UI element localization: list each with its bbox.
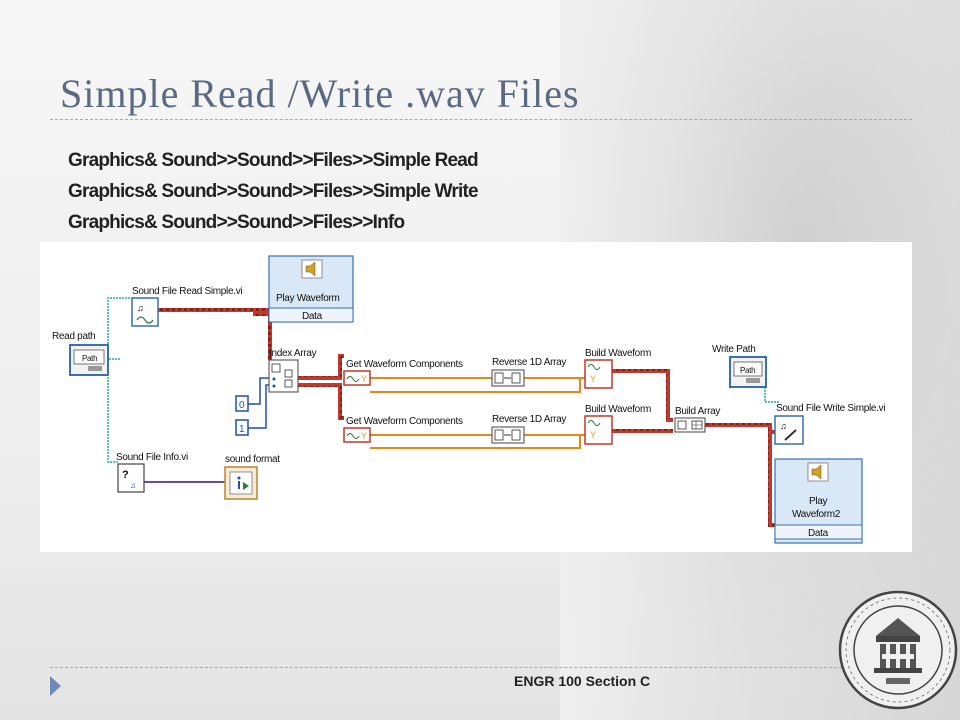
index-constant-0[interactable]: 0 <box>235 395 249 412</box>
svg-text:Y: Y <box>361 374 367 384</box>
title-divider <box>50 119 912 120</box>
get-waveform-components-bottom[interactable]: Y <box>343 427 371 443</box>
university-seal-logo <box>838 590 958 710</box>
palette-path-info: Graphics& Sound>>Sound>>Files>>Info <box>68 212 405 233</box>
palette-path-list: Graphics& Sound>>Sound>>Files>>Simple Re… <box>68 145 479 238</box>
play-waveform2-data-label: Data <box>808 528 829 539</box>
play-waveform-data-label: Data <box>302 311 323 322</box>
write-simple-node[interactable]: ♫ <box>774 415 804 445</box>
sound-format-label: sound format <box>225 454 280 465</box>
play-waveform-label: Play Waveform <box>276 293 340 304</box>
reverse-array-bottom[interactable] <box>491 426 525 444</box>
play-waveform-indicator[interactable]: Play Waveform Data <box>268 255 354 323</box>
reverse-array-label-top: Reverse 1D Array <box>492 357 566 368</box>
svg-text:0: 0 <box>239 400 245 411</box>
reverse-array-label-bottom: Reverse 1D Array <box>492 414 566 425</box>
get-waveform-components-top[interactable]: Y <box>343 370 371 386</box>
palette-path-read: Graphics& Sound>>Sound>>Files>>Simple Re… <box>68 150 479 171</box>
build-waveform-top[interactable]: Y <box>584 359 613 389</box>
read-simple-node[interactable]: ♫ <box>131 297 159 327</box>
build-array-node[interactable] <box>674 417 706 433</box>
build-waveform-bottom[interactable]: Y <box>584 415 613 445</box>
block-diagram-svg: Read path Path Sound File Read Simple.vi… <box>52 255 886 544</box>
get-waveform-components-label-bottom: Get Waveform Components <box>346 416 463 427</box>
read-path-text: Path <box>82 354 97 363</box>
music-note-icon: ♫ <box>137 303 143 313</box>
write-music-note-icon: ♫ <box>780 421 786 431</box>
numeric-wires <box>248 377 269 429</box>
play-waveform2-indicator[interactable]: Play Waveform2 Data <box>774 458 863 544</box>
read-simple-label: Sound File Read Simple.vi <box>132 286 242 297</box>
index-constant-1[interactable]: 1 <box>235 419 249 436</box>
svg-text:1: 1 <box>239 424 245 435</box>
info-question-mark: ? <box>122 469 129 481</box>
footer-divider <box>50 667 912 668</box>
speaker-icon <box>305 261 316 277</box>
palette-path-write: Graphics& Sound>>Sound>>Files>>Simple Wr… <box>68 181 479 202</box>
svg-text:Y: Y <box>361 431 367 441</box>
speaker2-icon <box>811 464 822 480</box>
info-node[interactable]: ? ♫ <box>117 463 145 493</box>
sound-format-indicator[interactable] <box>224 466 258 500</box>
slide-title: Simple Read /Write .wav Files <box>60 71 580 116</box>
block-diagram: Read path Path Sound File Read Simple.vi… <box>40 242 912 552</box>
write-path-text: Path <box>740 366 755 375</box>
write-path-label: Write Path <box>712 344 756 355</box>
svg-text:Y: Y <box>590 430 596 440</box>
index-array-label: Index Array <box>269 348 317 359</box>
info-file-icon: ♫ <box>130 481 136 490</box>
build-waveform-label-top: Build Waveform <box>585 348 651 359</box>
reverse-array-top[interactable] <box>491 369 525 387</box>
write-simple-label: Sound File Write Simple.vi <box>776 403 885 414</box>
get-waveform-components-label-top: Get Waveform Components <box>346 359 463 370</box>
path-wires <box>107 297 780 463</box>
pencil-icon <box>784 429 797 441</box>
info-label: Sound File Info.vi <box>116 452 188 463</box>
read-path-label: Read path <box>52 331 95 342</box>
footer-text: ENGR 100 Section C <box>514 673 651 689</box>
svg-text:Y: Y <box>590 374 596 384</box>
write-path-control[interactable]: Path <box>729 356 767 388</box>
build-waveform-label-bottom: Build Waveform <box>585 404 651 415</box>
footer-arrow-icon <box>50 676 61 696</box>
play-waveform2-label-line2: Waveform2 <box>792 509 841 520</box>
index-array-node[interactable] <box>268 359 299 393</box>
build-array-label: Build Array <box>675 406 720 417</box>
waveform-wires <box>158 308 775 527</box>
read-path-control[interactable]: Path <box>69 344 109 376</box>
play-waveform2-label-line1: Play <box>809 496 828 507</box>
array-wires <box>370 377 585 449</box>
